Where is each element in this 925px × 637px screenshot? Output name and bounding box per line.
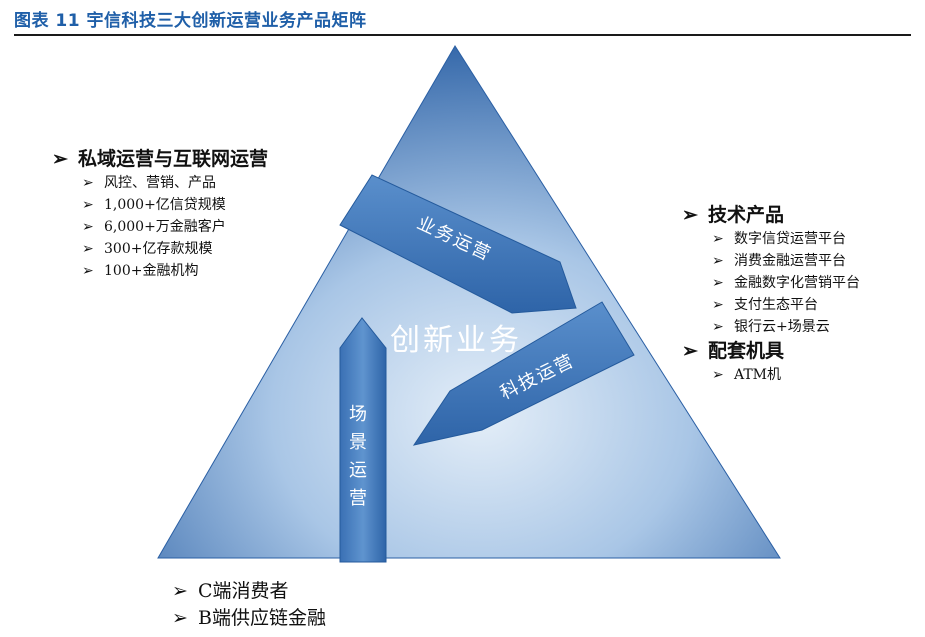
tech-arrow <box>412 301 635 446</box>
arrow-bullet-icon: ➢ <box>712 319 724 335</box>
arrow-bullet-icon: ➢ <box>172 580 188 602</box>
arrow-bullet-icon: ➢ <box>712 231 724 247</box>
list-item: ➢C端消费者 <box>172 578 326 605</box>
list-item: ➢金融数字化营销平台 <box>682 272 860 294</box>
list-item: ➢1,000+亿信贷规模 <box>52 194 268 216</box>
list-item: ➢银行云+场景云 <box>682 316 860 338</box>
arrow-bullet-icon: ➢ <box>712 367 724 383</box>
list-item: ➢风控、营销、产品 <box>52 172 268 194</box>
right-list-head-2: ➢配套机具 <box>682 340 785 362</box>
arrow-bullet-icon: ➢ <box>82 175 94 191</box>
arrow-bullet-icon: ➢ <box>682 204 698 226</box>
arrow-bullet-icon: ➢ <box>82 263 94 279</box>
list-item: ➢300+亿存款规模 <box>52 238 268 260</box>
list-item: ➢ATM机 <box>682 364 860 386</box>
scene-arrow-label: 场景运营 <box>349 404 377 509</box>
left-list-head: ➢私域运营与互联网运营 <box>52 148 269 170</box>
right-list-head: ➢技术产品 <box>682 204 785 226</box>
list-item: ➢6,000+万金融客户 <box>52 216 268 238</box>
arrow-bullet-icon: ➢ <box>172 607 188 629</box>
list-item: ➢数字信贷运营平台 <box>682 228 860 250</box>
title-rule <box>14 34 911 36</box>
figure-title: 图表 11 宇信科技三大创新运营业务产品矩阵 <box>14 11 367 31</box>
list-item: ➢B端供应链金融 <box>172 605 326 632</box>
arrow-bullet-icon: ➢ <box>82 241 94 257</box>
arrow-bullet-icon: ➢ <box>712 275 724 291</box>
list-item: ➢支付生态平台 <box>682 294 860 316</box>
arrow-bullet-icon: ➢ <box>52 148 68 170</box>
left-list: ➢私域运营与互联网运营 ➢风控、营销、产品 ➢1,000+亿信贷规模 ➢6,00… <box>52 146 268 282</box>
bottom-list: ➢C端消费者 ➢B端供应链金融 <box>172 578 326 632</box>
scene-arrow <box>339 317 387 563</box>
arrow-bullet-icon: ➢ <box>712 253 724 269</box>
business-arrow <box>339 174 577 314</box>
arrow-bullet-icon: ➢ <box>712 297 724 313</box>
arrow-bullet-icon: ➢ <box>82 219 94 235</box>
list-item: ➢100+金融机构 <box>52 260 268 282</box>
arrow-bullet-icon: ➢ <box>82 197 94 213</box>
list-item: ➢消费金融运营平台 <box>682 250 860 272</box>
arrow-bullet-icon: ➢ <box>682 340 698 362</box>
triangle-shape <box>157 45 781 559</box>
right-list: ➢技术产品 ➢数字信贷运营平台 ➢消费金融运营平台 ➢金融数字化营销平台 ➢支付… <box>682 202 860 386</box>
center-label: 创新业务 <box>390 323 522 358</box>
